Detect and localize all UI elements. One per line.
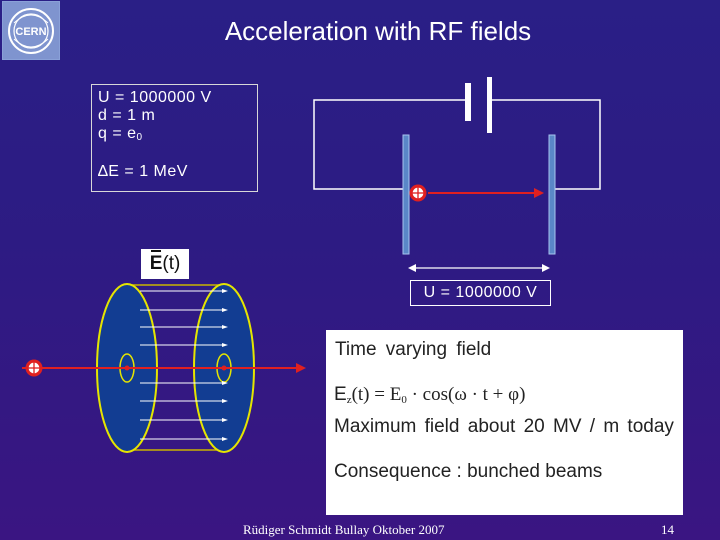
field-argument: (t) xyxy=(162,253,181,274)
right-plate xyxy=(548,134,556,255)
slide-title: Acceleration with RF fields xyxy=(0,15,720,47)
page-number: 14 xyxy=(661,522,674,537)
energy-gain-parameter: ∆E = 1 MeV xyxy=(98,163,188,180)
parameters-box: U = 1000000 V d = 1 m q = e0 ∆E = 1 MeV xyxy=(91,84,258,192)
consequence-text: Consequence : bunched beams xyxy=(334,461,603,482)
field-lines xyxy=(140,289,228,441)
max-field-text: Maximum field about 20 MV / m today xyxy=(334,416,674,437)
logo-text: CERN xyxy=(15,26,46,38)
distance-arrow xyxy=(408,264,550,272)
charged-particle-icon xyxy=(25,359,43,377)
cern-logo: CERN xyxy=(2,1,60,60)
left-plate xyxy=(402,134,410,255)
charge-text: q = e xyxy=(98,125,137,142)
charged-particle-icon xyxy=(409,184,427,202)
charge-subscript: 0 xyxy=(136,132,143,143)
field-formula: Ez(t) = E0 · cos(ω · t + φ) xyxy=(334,384,526,406)
charge-parameter: q = e0 xyxy=(98,125,251,147)
battery-icon xyxy=(465,77,492,133)
gap-voltage-label: U = 1000000 V xyxy=(410,280,551,306)
rf-cavity xyxy=(22,283,306,453)
voltage-parameter: U = 1000000 V xyxy=(98,89,212,106)
field-label: E(t) xyxy=(141,249,189,279)
distance-parameter: d = 1 m xyxy=(98,107,156,124)
circuit-wires xyxy=(313,99,601,197)
field-symbol: E xyxy=(150,249,162,279)
footer-text: Rüdiger Schmidt Bullay Oktober 2007 xyxy=(243,522,445,537)
info-heading: Time varying field xyxy=(335,339,492,360)
info-box: Time varying field Ez(t) = E0 · cos(ω · … xyxy=(326,330,683,515)
particle-arrow-gap xyxy=(428,188,544,198)
slide-title-text: Acceleration with RF fields xyxy=(224,16,532,46)
